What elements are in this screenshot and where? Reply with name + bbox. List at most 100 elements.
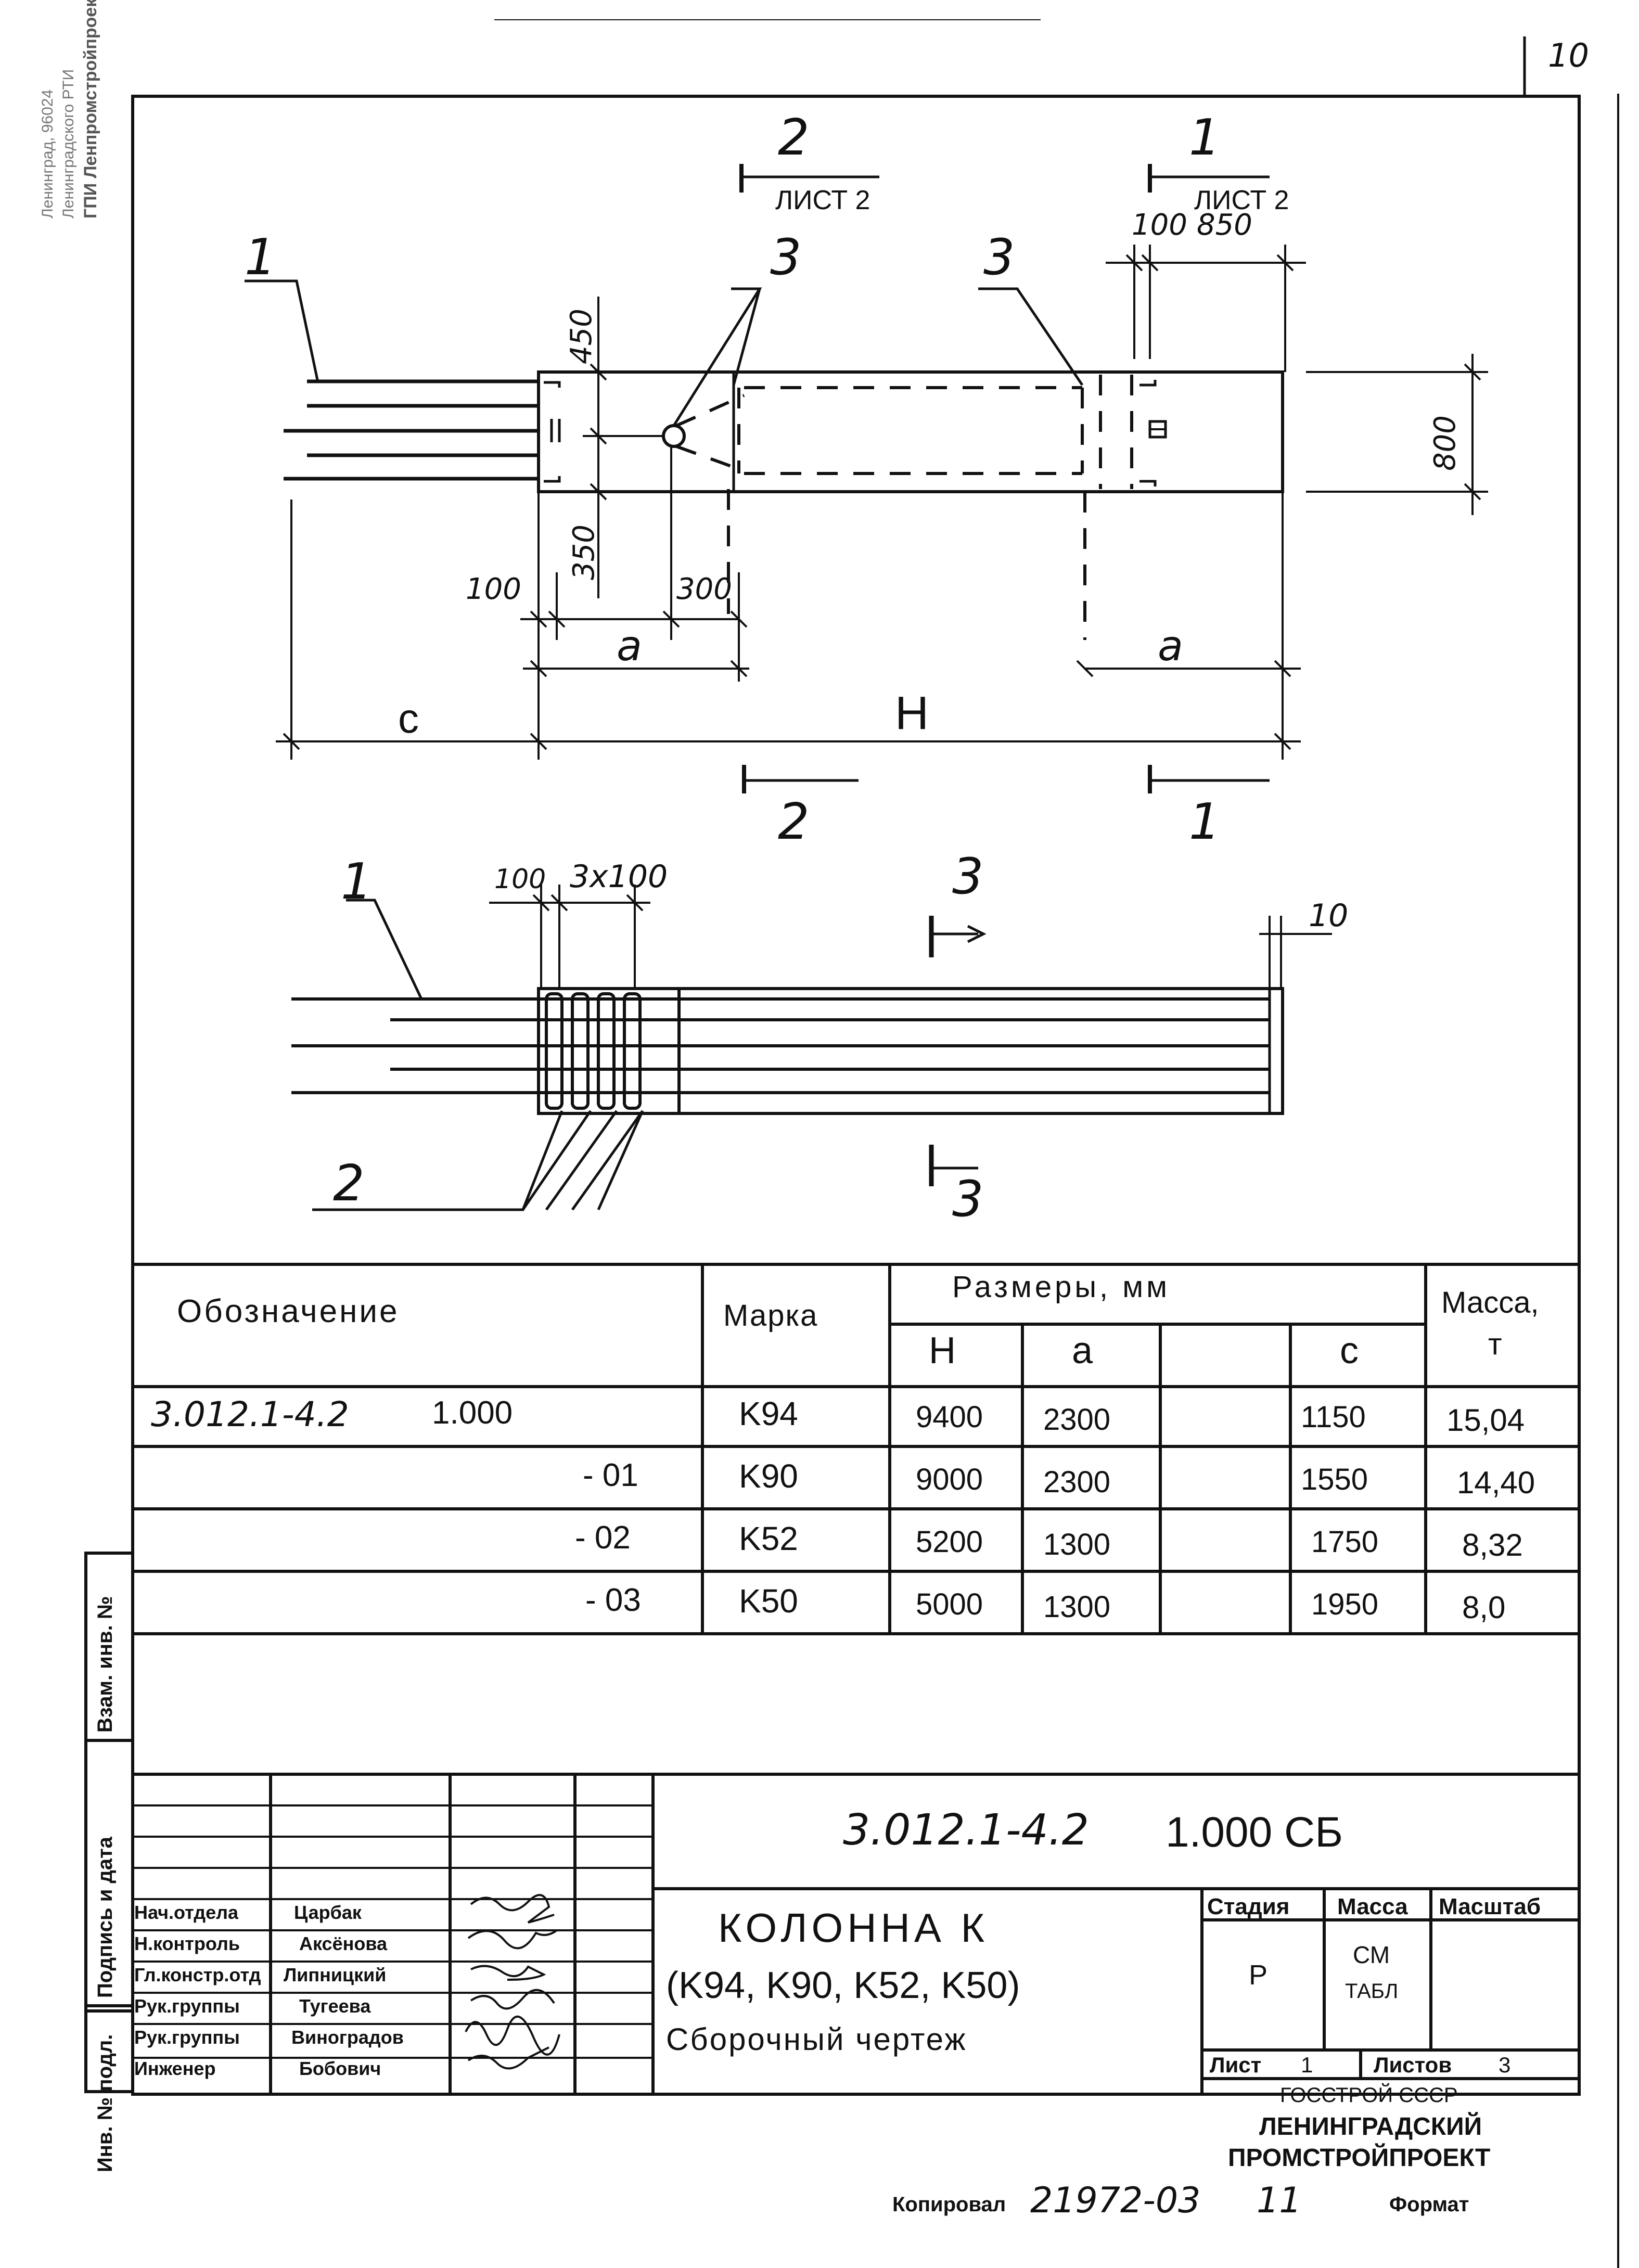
footer-format-label: Формат [1389,2193,1469,2216]
side-stamp-line3: ГПИ Ленпромстройпроект [81,0,100,219]
stage-label: Стадия [1207,1894,1290,1919]
position-3-left: 3 [770,229,802,286]
position-2-plan: 2 [333,1155,365,1212]
signer-2-role: Гл.констр.отд [134,1964,261,1985]
header-mark: Марка [723,1299,818,1332]
signer-0-role: Нач.отдела [134,1902,239,1923]
margin-inv: Инв. № подл. [94,2034,117,2172]
row-1-mark: K90 [739,1457,798,1495]
row-2-num: - 02 [575,1520,631,1556]
dim-300: 300 [676,572,732,606]
dim-800: 800 [1428,415,1462,471]
sheet-value: 1 [1301,2053,1313,2077]
dim-c: c [398,695,419,741]
footer-copied-label: Копировал [892,2193,1006,2216]
header-designation: Обозначение [177,1293,400,1329]
row-3-mark: K50 [739,1582,798,1620]
section-2-top-number: 2 [778,109,810,166]
side-stamp-line2: Ленинградского РТИ [60,69,77,219]
dim-3x100: 3x100 [570,858,668,895]
signer-0-name: Царбак [294,1902,362,1923]
signatures [465,1894,560,2070]
row-2-a: 1300 [1043,1528,1111,1561]
dim-450: 450 [565,309,598,364]
doc-number: 1.000 СБ [1166,1809,1343,1856]
row-0-num: 1.000 [432,1395,513,1431]
sheet-frame [131,95,1581,2096]
row-3-H: 5000 [916,1587,983,1621]
header-mass: Масса, [1441,1286,1539,1319]
row-0-code: 3.012.1-4.2 [151,1394,349,1434]
row-2-H: 5200 [916,1525,983,1559]
mass-value-1: СМ [1353,1941,1390,1968]
row-3-num: - 03 [585,1582,641,1618]
row-3-c: 1950 [1311,1587,1379,1621]
dim-100-left: 100 [466,572,521,606]
org-line-1: ГОССТРОЙ СССР [1280,2084,1458,2107]
section-1-top-number: 1 [1189,109,1221,166]
dim-100-plan: 100 [494,864,546,895]
row-1-a: 2300 [1043,1465,1111,1499]
org-line-3: ПРОМСТРОЙПРОЕКТ [1228,2144,1491,2172]
position-1-elevation: 1 [245,229,276,286]
position-1-plan: 1 [341,853,373,911]
row-0-a: 2300 [1043,1403,1111,1437]
dim-850: 850 [1197,208,1252,242]
margin-vzam: Взам. инв. № [94,1596,117,1733]
mass-value-2: ТАБЛ [1345,1980,1399,2003]
plan-outline [537,987,1284,1115]
section-3-bottom: 3 [952,1171,984,1228]
row-1-c: 1550 [1301,1463,1368,1496]
doc-code: 3.012.1-4.2 [843,1805,1089,1855]
row-2-c: 1750 [1311,1525,1379,1559]
side-stamp-line1: Ленинград, 96024 [39,89,56,219]
section-1-bottom: 1 [1189,793,1221,851]
signer-2-name: Липницкий [284,1964,387,1985]
sheet-label: Лист [1210,2053,1262,2077]
row-0-mark: K94 [739,1395,798,1432]
row-0-c: 1150 [1301,1400,1366,1434]
header-sizes: Размеры, мм [952,1270,1171,1304]
dim-a-right: a [1158,622,1184,670]
subheader-c: c [1340,1330,1359,1372]
title-line-3: Сборочный чертеж [666,2022,967,2057]
dim-100-top: 100 [1132,208,1187,242]
signer-5-role: Инженер [134,2058,216,2079]
margin-podpis: Подпись и дата [94,1837,117,1998]
title-line-1: КОЛОННА К [718,1905,989,1951]
row-3-a: 1300 [1043,1590,1111,1624]
org-line-2: ЛЕНИНГРАДСКИЙ [1259,2113,1482,2141]
signer-1-name: Аксёнова [299,1933,387,1954]
title-line-2: (K94, K90, K52, K50) [666,1965,1020,2006]
section-2-top-sheet: ЛИСТ 2 [775,185,870,215]
row-0-H: 9400 [916,1400,983,1434]
row-0-mass: 15,04 [1446,1403,1525,1438]
signer-4-name: Виноградов [291,2027,404,2048]
footer-copied-value: 21972-03 [1030,2180,1201,2221]
subheader-a: a [1072,1330,1093,1372]
sheets-value: 3 [1499,2053,1511,2077]
subheader-H: H [929,1330,956,1372]
scale-label: Масштаб [1439,1894,1541,1919]
dim-10: 10 [1309,898,1349,934]
sheets-label: Листов [1374,2053,1452,2077]
row-1-mass: 14,40 [1457,1465,1535,1500]
row-3-mass: 8,0 [1462,1590,1506,1625]
signer-4-role: Рук.группы [134,2027,240,2048]
page-number: 10 [1548,36,1589,74]
row-1-H: 9000 [916,1463,983,1496]
header-mass-unit: т [1488,1327,1502,1361]
row-2-mass: 8,32 [1462,1528,1523,1562]
mass-label: Масса [1337,1894,1408,1919]
signer-3-role: Рук.группы [134,1995,240,2017]
row-2-mark: K52 [739,1520,798,1557]
signer-5-name: Бобович [299,2058,381,2079]
footer-copied-num: 11 [1257,2180,1302,2221]
dim-350: 350 [567,524,601,580]
section-2-bottom: 2 [778,793,810,851]
stage-value: Р [1249,1959,1268,1991]
signer-1-role: Н.контроль [134,1933,240,1954]
section-3-top: 3 [952,848,984,905]
dim-H: H [895,687,929,739]
